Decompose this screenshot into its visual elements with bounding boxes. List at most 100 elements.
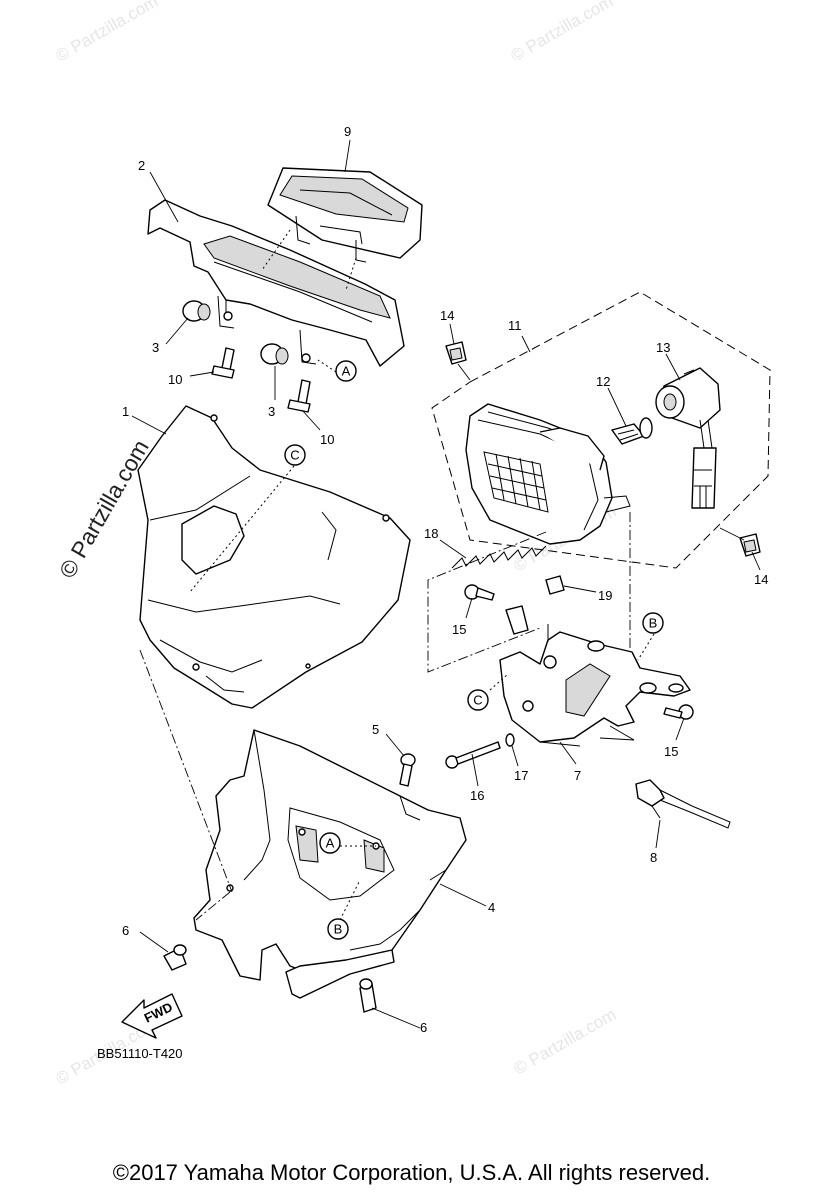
leader-1 (131, 415, 167, 435)
ref-line-a2 (317, 359, 337, 373)
leader-3a (165, 317, 189, 345)
callout-11: 11 (508, 318, 522, 333)
adjusting-spring-icon (451, 545, 547, 569)
fastener-icon (163, 944, 187, 971)
meter-assembly-icon (267, 167, 423, 263)
headlight-bracket-icon (499, 605, 691, 747)
guide-line (261, 229, 291, 271)
leader-19 (563, 585, 597, 593)
clip-icon-2 (739, 533, 761, 557)
callout-12: 12 (596, 374, 610, 389)
callout-9: 9 (344, 124, 351, 139)
leader-14a-2 (457, 363, 471, 381)
callout-labels: 1 2 3 3 4 5 6 6 7 8 9 10 10 11 12 13 14 … (122, 124, 768, 1035)
callout-3a: 3 (152, 340, 159, 355)
long-bolt-icon (445, 741, 501, 769)
headlight-unit-icon (465, 403, 631, 545)
leader-9 (344, 139, 351, 173)
grommet-icon-2 (260, 343, 311, 365)
callout-8: 8 (650, 850, 657, 865)
ref-line-b2 (637, 633, 655, 661)
callout-3b: 3 (268, 404, 275, 419)
callout-5: 5 (372, 722, 379, 737)
leader-15b (675, 717, 685, 741)
leader-17 (511, 745, 519, 767)
callout-4: 4 (488, 900, 495, 915)
callout-17: 17 (514, 768, 528, 783)
callout-10b: 10 (320, 432, 334, 447)
front-cowling-icon (137, 405, 411, 709)
callout-6a: 6 (122, 923, 129, 938)
cable-tie-icon (635, 779, 731, 829)
callout-15a: 15 (452, 622, 466, 637)
guide-line-2 (345, 257, 357, 291)
ref-letter-b2: B (334, 922, 343, 937)
leader-6b (371, 1007, 421, 1029)
ref-circle-a2 (319, 832, 341, 854)
ref-letter-a1: A (342, 364, 351, 379)
ref-circle-b1 (642, 612, 664, 634)
callout-19: 19 (598, 588, 612, 603)
callout-10a: 10 (168, 372, 182, 387)
watermark-top-left: © Partzilla.com (53, 0, 162, 65)
callout-7: 7 (574, 768, 581, 783)
callout-6b: 6 (420, 1020, 427, 1035)
ref-circle-c1 (284, 444, 306, 466)
watermark-bottom-right: © Partzilla.com (511, 1005, 620, 1079)
diagram-code: BB51110-T420 (97, 1046, 183, 1061)
leader-15a (465, 597, 473, 619)
ref-letter-c1: C (290, 448, 299, 463)
leader-2 (149, 171, 179, 223)
watermark-large: © Partzilla.com (54, 435, 154, 582)
ref-circle-c2 (467, 689, 489, 711)
leader-11 (521, 335, 531, 353)
callout-1: 1 (122, 404, 129, 419)
leader-13 (665, 353, 681, 381)
socket-icon (655, 367, 721, 509)
callout-18: 18 (424, 526, 438, 541)
leader-14b-2 (719, 527, 745, 541)
callout-2: 2 (138, 158, 145, 173)
projection-line-4 (195, 891, 231, 921)
leader-10b (301, 409, 321, 431)
callout-14b: 14 (754, 572, 768, 587)
projection-line (427, 531, 547, 673)
callout-16: 16 (470, 788, 484, 803)
copyright-footer: ©2017 Yamaha Motor Corporation, U.S.A. A… (112, 1160, 711, 1185)
reference-letters: A A B B C C (284, 360, 664, 940)
ref-circle-b2 (327, 918, 349, 940)
leader-10a (189, 371, 215, 377)
ref-line-c2 (489, 673, 509, 691)
bulb-icon (611, 417, 653, 445)
bolt-icon (211, 347, 235, 379)
headlight-lens-grid (483, 451, 549, 513)
bolt-icon-2 (287, 379, 311, 413)
fastener-icon-2 (359, 978, 377, 1013)
leader-5 (385, 733, 405, 757)
ref-letter-b1: B (649, 616, 658, 631)
leader-14a (449, 323, 455, 345)
inner-cover-icon (193, 729, 467, 999)
ref-letter-a2: A (326, 836, 335, 851)
nut-icon (545, 575, 565, 595)
screw-icon-2 (663, 704, 694, 720)
callout-14a: 14 (440, 308, 454, 323)
headlight-assembly-boundary (431, 291, 771, 569)
clip-icon (445, 341, 467, 365)
ref-letter-c2: C (473, 693, 482, 708)
washer-icon (505, 733, 515, 747)
leader-14b (751, 551, 761, 571)
grommet-icon (182, 300, 233, 322)
leader-7 (559, 741, 577, 765)
leader-16 (471, 753, 479, 787)
ref-circle-a1 (335, 360, 357, 382)
leader-4 (439, 883, 487, 907)
callout-15b: 15 (664, 744, 678, 759)
leader-6a (139, 931, 169, 953)
leader-8 (655, 819, 661, 849)
leader-12 (607, 387, 627, 427)
screw-icon (464, 584, 495, 601)
ref-line-c1 (189, 465, 295, 593)
screw-icon-3 (399, 753, 416, 787)
